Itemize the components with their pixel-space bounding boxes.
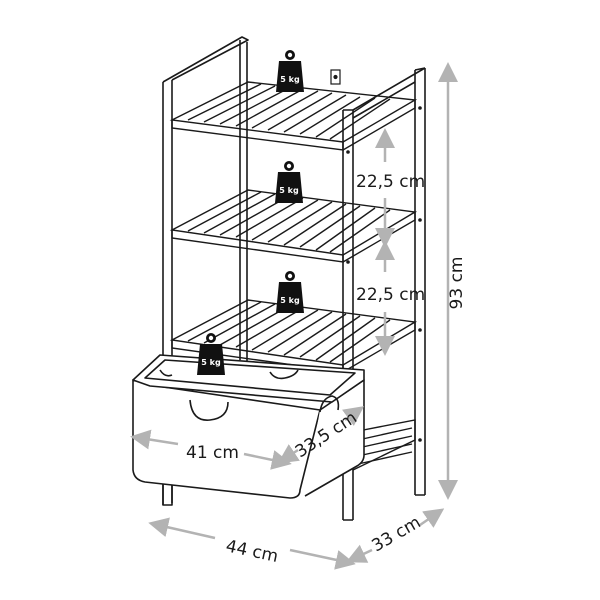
basket-depth-arrow-end [342,406,365,426]
shelf-bottom [352,419,416,471]
weight-shelf-1: 5 kg [276,50,304,92]
left-top-rail [162,36,249,362]
basket-rim-inner [144,359,356,396]
weight-shelf-3: 5 kg [276,271,304,313]
basket-width-label: 41 cm [186,443,239,463]
weight-label: 5 kg [279,186,299,195]
weight-basket: 5 kg [197,333,225,375]
basket-width-arrow-left [130,429,179,450]
basket-handle-side [319,395,340,413]
shelf-3 [169,299,418,373]
back-right-post [414,67,426,496]
front-right-post [342,109,354,521]
basket-handle-back [269,369,299,380]
gap-lower-label: 22,5 cm [356,285,425,305]
weight-label: 5 kg [201,358,221,367]
gap-upper-label: 22,5 cm [356,172,425,192]
dimension-arrows [130,62,458,570]
weight-label: 5 kg [280,75,300,84]
height-label: 93 cm [447,257,467,310]
shelf-1 [169,81,418,151]
width-arrow-right [289,548,356,570]
basket-handle-front [189,399,229,421]
wall-bracket [330,69,341,85]
depth-label: 33 cm [369,513,425,557]
basket-width-arrow-right [243,450,292,470]
weight-shelf-2: 5 kg [275,161,303,203]
basket-depth-arrow [277,444,300,464]
shelf-2 [169,189,418,263]
width-arrow-left [148,517,216,540]
left-leg [162,480,173,506]
width-label: 44 cm [224,536,280,567]
basket-handle-back-left [159,369,173,377]
weight-label: 5 kg [280,296,300,305]
right-top-rail [352,67,426,119]
depth-arrow [345,544,373,563]
depth-arrow-end [419,508,445,528]
